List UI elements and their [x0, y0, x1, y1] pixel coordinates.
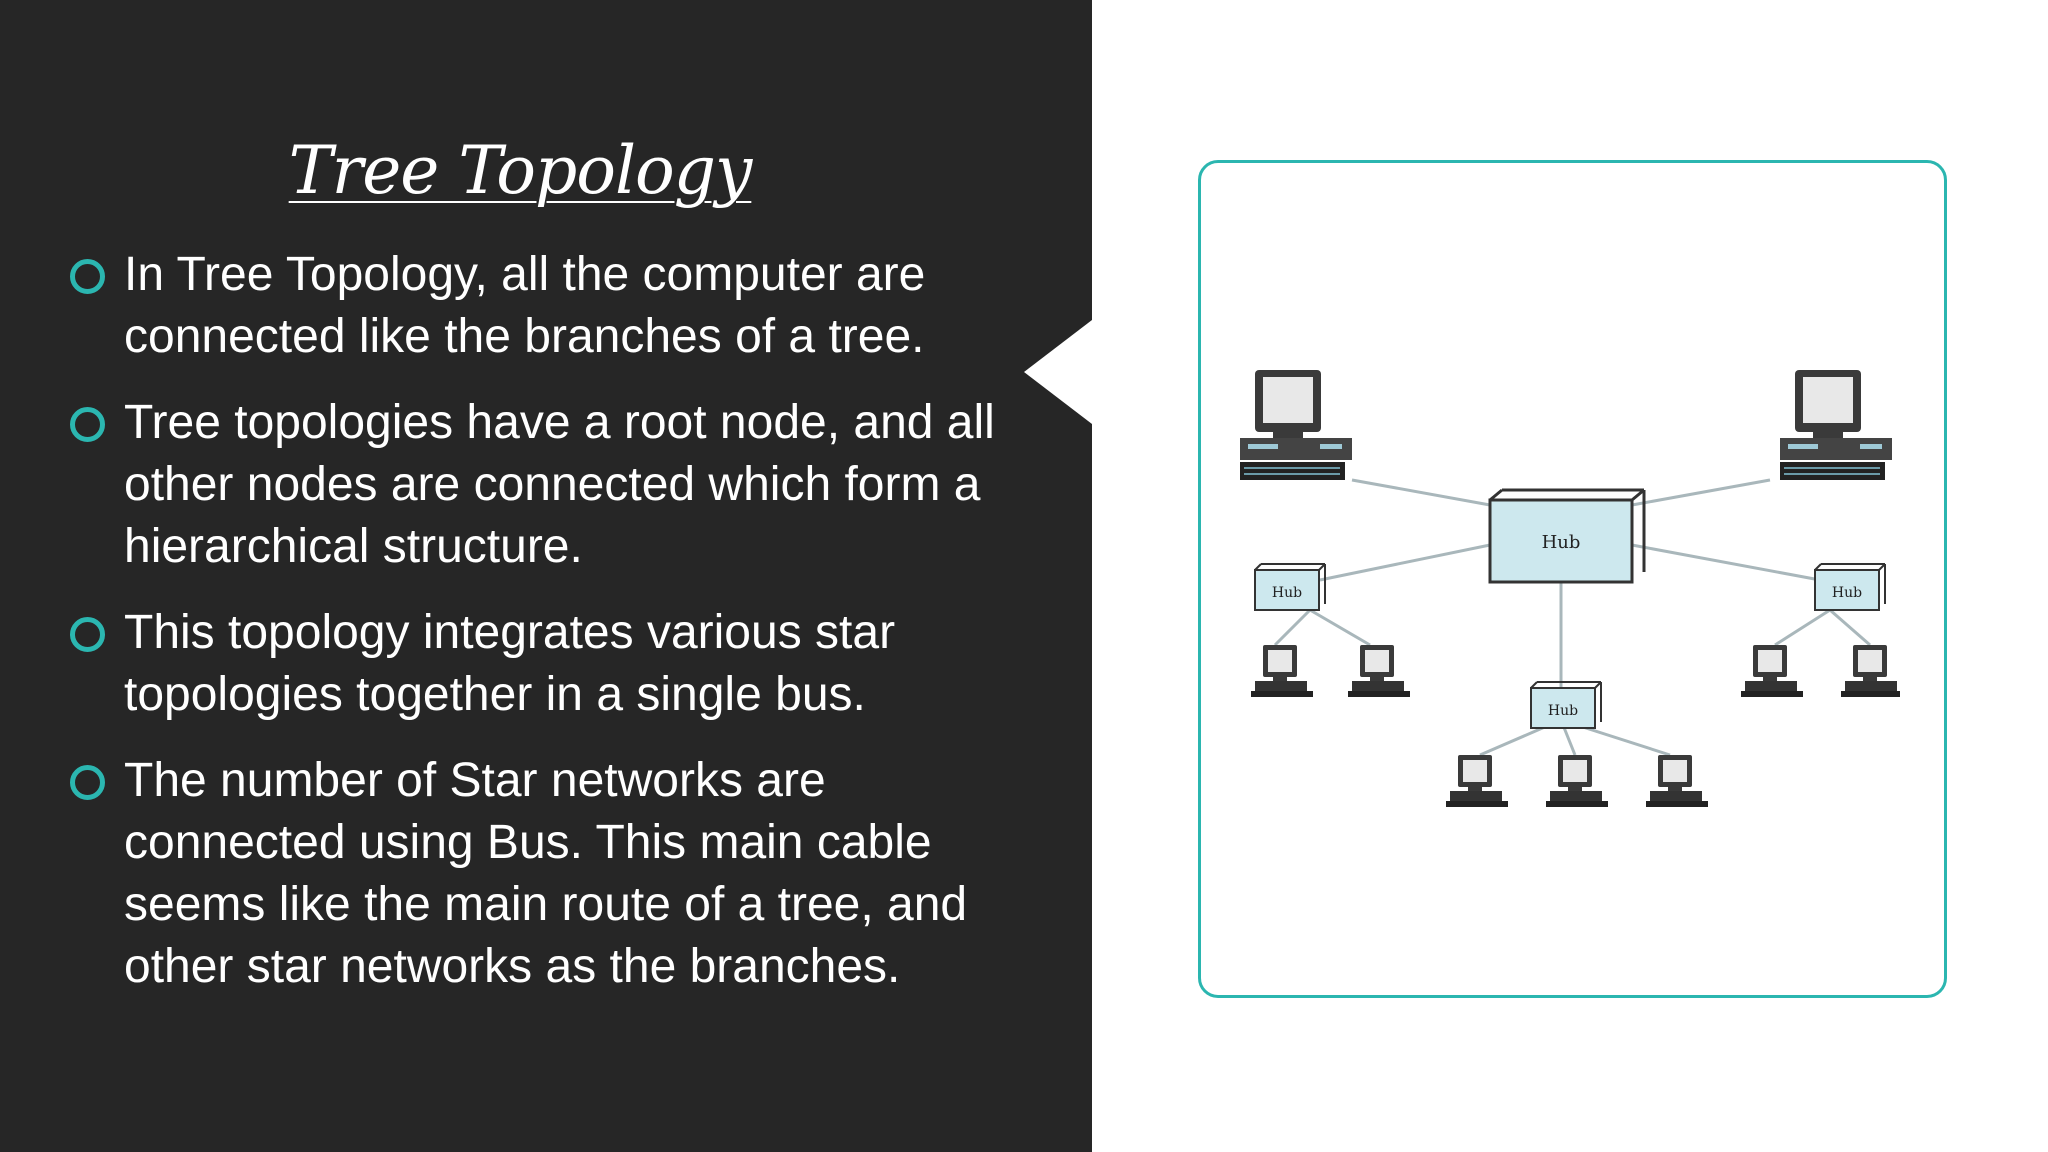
bullet-text: In Tree Topology, all the computer are c…: [124, 248, 926, 363]
left-panel: [0, 0, 1092, 1152]
bullet-ring-icon: [70, 617, 105, 652]
computer-small: [1348, 645, 1410, 697]
bullet-text: The number of Star networks are connecte…: [124, 754, 968, 993]
bullet-item: Tree topologies have a root node, and al…: [68, 392, 1028, 578]
root-hub-label: Hub: [1542, 532, 1581, 553]
hub-left-label: Hub: [1272, 585, 1302, 601]
bullet-item: This topology integrates various star to…: [68, 602, 1028, 726]
computer-small: [1741, 645, 1803, 697]
bullet-item: In Tree Topology, all the computer are c…: [68, 244, 1028, 368]
bullet-item: The number of Star networks are connecte…: [68, 750, 1028, 998]
hub-bottom-label: Hub: [1548, 703, 1578, 719]
hub-bottom: Hub: [1530, 681, 1602, 729]
hub-left: Hub: [1254, 563, 1326, 611]
hub-right-label: Hub: [1832, 585, 1862, 601]
computer-small: [1446, 755, 1508, 807]
computer-small: [1646, 755, 1708, 807]
root-hub: Hub: [1488, 488, 1646, 584]
bullet-text: Tree topologies have a root node, and al…: [124, 396, 995, 573]
computer-small: [1841, 645, 1900, 697]
computer-small: [1546, 755, 1608, 807]
slide-title: Tree Topology: [288, 132, 753, 209]
panel-notch: [1024, 320, 1092, 424]
bullet-text: This topology integrates various star to…: [124, 606, 896, 721]
tree-topology-diagram: Hub Hub Hub Hub: [1240, 370, 1900, 807]
computer-small: [1251, 645, 1313, 697]
bullet-ring-icon: [70, 259, 105, 294]
hub-right: Hub: [1814, 563, 1886, 611]
bullet-ring-icon: [70, 407, 105, 442]
computer-large-left: [1240, 370, 1353, 481]
computer-large-right: [1779, 370, 1893, 481]
bullet-ring-icon: [70, 765, 105, 800]
bullet-list: In Tree Topology, all the computer are c…: [68, 244, 1028, 1022]
